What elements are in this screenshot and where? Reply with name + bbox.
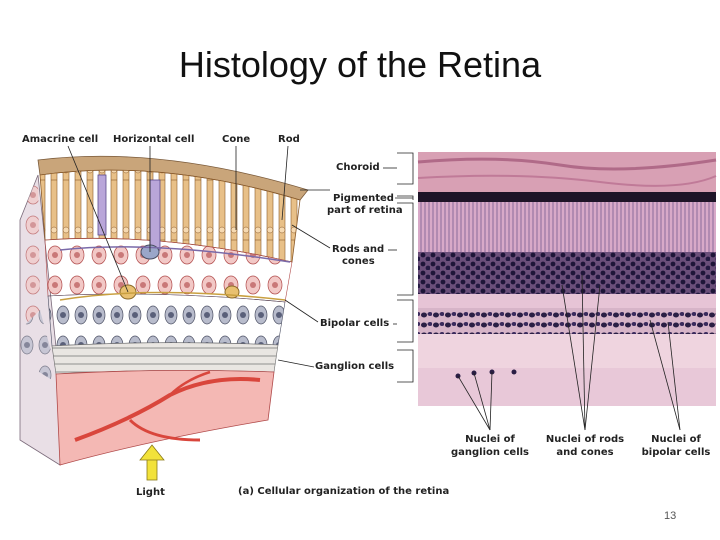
micrograph-leader-lines (457, 274, 681, 431)
pigmented-label-line2: part of retina (327, 205, 403, 216)
light-label: Light (136, 487, 165, 498)
rod-cone-nuclei-label-line2: and cones (556, 447, 614, 458)
light-arrow (139, 444, 165, 481)
rods-cones-label-line1: Rods and (332, 244, 385, 255)
rod-label: Rod (278, 134, 300, 145)
bipolar-nuclei-label-line1: Nuclei of (651, 434, 701, 445)
bipolar-cells-label: Bipolar cells (320, 318, 390, 329)
layer-brackets (277, 152, 414, 383)
retina-micrograph (417, 152, 717, 406)
rods-cones-label-line2: cones (342, 256, 375, 267)
top-leader-lines (67, 145, 289, 293)
ganglion-nuclei-label-line2: ganglion cells (450, 447, 530, 458)
horizontal-cell-label: Horizontal cell (113, 134, 195, 145)
amacrine-cell-label: Amacrine cell (22, 134, 99, 145)
slide-title: Histology of the Retina (178, 44, 542, 85)
bipolar-nuclei-label-line2: bipolar cells (641, 447, 711, 458)
ganglion-nuclei-label-line1: Nuclei of (465, 434, 515, 445)
figure-caption: (a) Cellular organization of the retina (238, 486, 450, 497)
choroid-label: Choroid (336, 162, 380, 173)
page-number: 13 (664, 510, 677, 522)
cone-label: Cone (222, 134, 251, 145)
retina-layer-diagram (19, 155, 309, 466)
ganglion-cells-label: Ganglion cells (315, 361, 395, 372)
rod-cone-nuclei-label-line1: Nuclei of rods (545, 434, 625, 445)
pigmented-label-line1: Pigmented (333, 193, 394, 204)
